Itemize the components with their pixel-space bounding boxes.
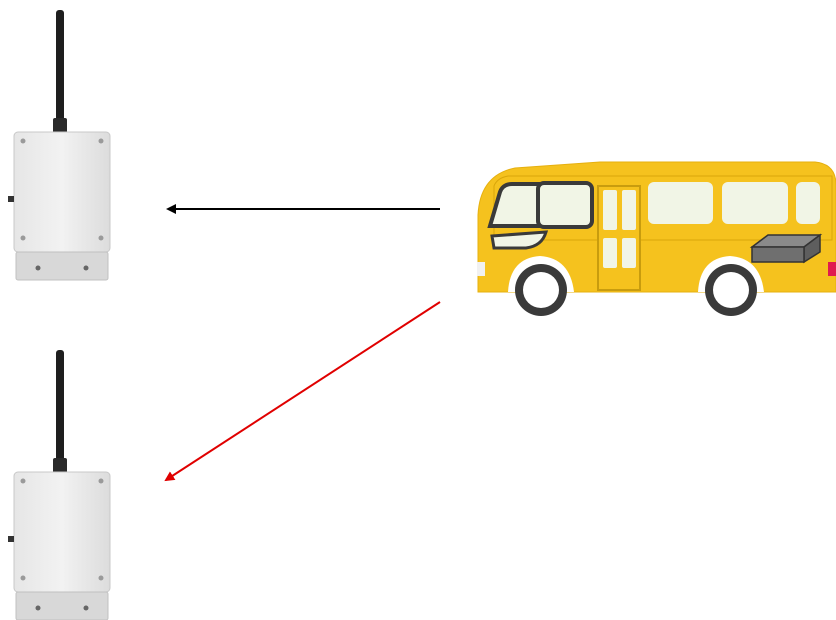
receiver-bottom-icon	[8, 350, 111, 620]
tracker-box-icon	[749, 233, 823, 264]
bus-icon	[477, 161, 836, 316]
arrow-bus-to-bottom-receiver	[164, 301, 441, 482]
receiver-top-icon	[8, 10, 111, 281]
